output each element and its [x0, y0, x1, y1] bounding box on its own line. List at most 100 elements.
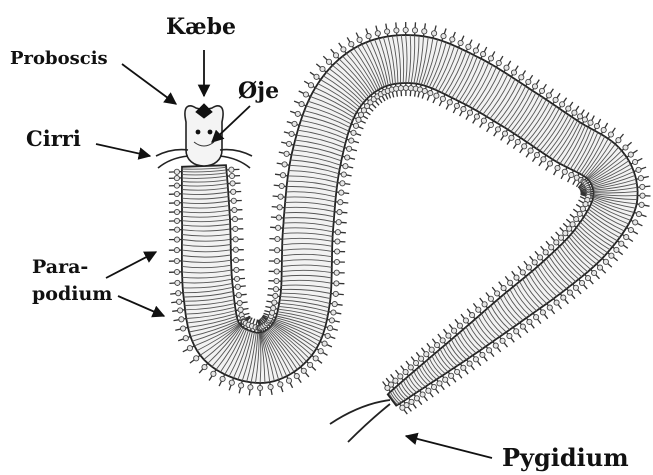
parapodium-lobe: [174, 269, 179, 274]
parapodium-lobe: [274, 259, 279, 264]
parapodium-lobe: [385, 385, 390, 390]
parapodium-lobe: [508, 280, 513, 285]
parapodium-lobe: [274, 278, 279, 283]
parapodium-lobe: [353, 123, 358, 128]
parapodium-lobe: [356, 117, 361, 122]
parapodium-lobe: [332, 302, 337, 307]
parapodium-lobe: [501, 286, 506, 291]
parapodium-lobe: [232, 217, 237, 222]
parapodium-lobe: [333, 291, 338, 296]
parapodium-lobe: [322, 341, 327, 346]
parapodium-lobe: [420, 392, 425, 397]
parapodium-lobe: [566, 106, 571, 111]
parapodium-lobe: [320, 66, 325, 71]
parapodium-lobe: [488, 296, 493, 301]
parapodium-lobe: [493, 343, 498, 348]
parapodium-lobe: [461, 365, 466, 370]
tail-cirri: [330, 400, 390, 442]
parapodium-lobe: [574, 217, 579, 222]
parapodium-lobe: [435, 343, 440, 348]
parapodium-lobe: [614, 247, 619, 252]
parapodium-lobe: [174, 218, 179, 223]
parapodium-lobe: [567, 290, 572, 295]
parapodium-lobe: [488, 56, 493, 61]
parapodium-lobe: [334, 270, 339, 275]
parapodium-lobe: [231, 198, 236, 203]
parapodium-lobe: [335, 249, 340, 254]
parapodium-lobe: [514, 275, 519, 280]
parapodium-lobe: [519, 75, 524, 80]
parapodium-lobe: [308, 83, 313, 88]
parapodium-lobe: [603, 259, 608, 264]
parapodium-lobe: [534, 315, 539, 320]
parapodium-lobe: [340, 181, 345, 186]
parapodium-lobe: [419, 356, 424, 361]
parapodium-lobe: [541, 157, 546, 162]
parapodium-lobe: [526, 79, 531, 84]
parapodium-lobe: [286, 378, 291, 383]
parapodium-lobe: [449, 373, 454, 378]
parapodium-lobe: [511, 70, 516, 75]
parapodium-lobe: [562, 169, 567, 174]
eye-right-icon: [208, 130, 213, 135]
parapodium-lobe: [579, 280, 584, 285]
parapodium-lobe: [458, 40, 463, 45]
parapodium-lobe: [473, 357, 478, 362]
parapodium-lobe: [474, 114, 479, 119]
parapodium-lobe: [585, 276, 590, 281]
parapodium-lobe: [229, 167, 234, 172]
parapodium-lobe: [412, 28, 417, 33]
parapodium-lobe: [616, 138, 621, 143]
parapodium-lobe: [174, 237, 179, 242]
parapodium-lobe: [273, 287, 278, 292]
parapodium-lobe: [275, 248, 280, 253]
parapodium-lobe: [335, 230, 340, 235]
parapodium-lobe: [443, 377, 448, 382]
parapodium-lobe: [341, 47, 346, 52]
parapodium-lobe: [187, 346, 192, 351]
parapodium-lobe: [441, 34, 446, 39]
parapodium-lobe: [308, 362, 313, 367]
parapodium-lobe: [467, 110, 472, 115]
parapodium-lobe: [534, 152, 539, 157]
parapodium-lobe: [398, 374, 403, 379]
parapodium-lobe: [455, 369, 460, 374]
parapodium-lobe: [588, 120, 593, 125]
parapodium-lobe: [393, 378, 398, 383]
parapodium-lobe: [175, 227, 180, 232]
parapodium-lobe: [178, 308, 183, 313]
parapodium-lobe: [540, 310, 545, 315]
parapodium-lobe: [294, 374, 299, 379]
parapodium-lobe: [543, 250, 548, 255]
parapodium-lobe: [174, 258, 179, 263]
parapodium-lobe: [238, 307, 243, 312]
parapodium-lobe: [271, 306, 276, 311]
parapodium-lobe: [592, 270, 597, 275]
parapodium-lobe: [461, 107, 466, 112]
parapodium-lobe: [338, 200, 343, 205]
parapodium-lobe: [403, 85, 408, 90]
parapodium-lobe: [181, 326, 186, 331]
parapodium-lobe: [633, 220, 638, 225]
parapodium-lobe: [403, 27, 408, 32]
parapodium-lobe: [434, 93, 439, 98]
parapodium-lobe: [528, 148, 533, 153]
parapodium-lobe: [232, 207, 237, 212]
parapodium-lobe: [409, 399, 414, 404]
parapodium-lobe: [495, 291, 500, 296]
parapodium-lobe: [328, 326, 333, 331]
parapodium-lobe: [349, 138, 354, 143]
parapodium-lobe: [422, 29, 427, 34]
parapodium-lobe: [284, 151, 289, 156]
parapodium-lobe: [467, 361, 472, 366]
parapodium-lobe: [295, 111, 300, 116]
parapodium-lobe: [526, 265, 531, 270]
parapodium-lobe: [268, 384, 273, 389]
parapodium-lobe: [237, 300, 242, 305]
parapodium-lobe: [429, 347, 434, 352]
parapodium-lobe: [276, 215, 281, 220]
parapodium-lobe: [488, 122, 493, 127]
parapodium-lobe: [231, 189, 236, 194]
parapodium-lobe: [547, 305, 552, 310]
